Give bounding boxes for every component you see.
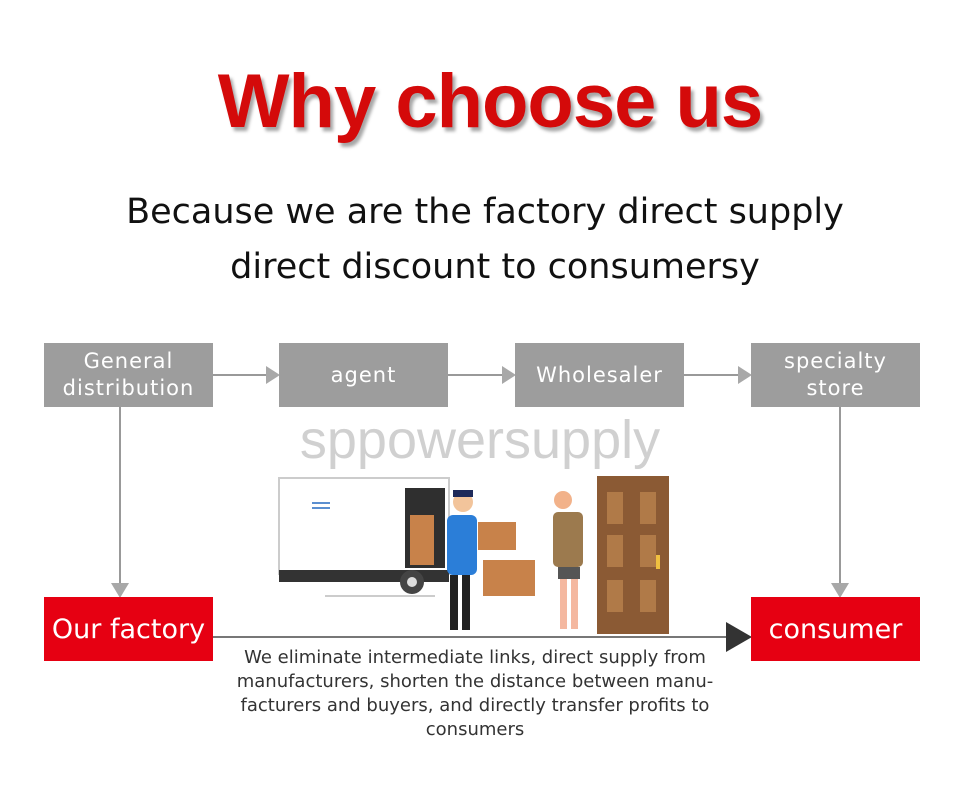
subtitle-line-1: Because we are the factory direct supply [126, 192, 844, 232]
watermark: sppowersupply [299, 410, 661, 470]
page-title: Why choose us [217, 59, 763, 144]
consumer-box: consumer [751, 597, 920, 661]
step-wholesaler: Wholesaler [515, 343, 684, 407]
step-agent: agent [279, 343, 448, 407]
step-general-distribution: General distribution [44, 343, 213, 407]
description-text: We eliminate intermediate links, direct … [236, 647, 714, 740]
delivery-illustration [278, 476, 669, 634]
subtitle-line-2: direct discount to consumersy [230, 247, 760, 287]
step-specialty-store: specialty store [751, 343, 920, 407]
our-factory-box: Our factory [44, 597, 213, 661]
